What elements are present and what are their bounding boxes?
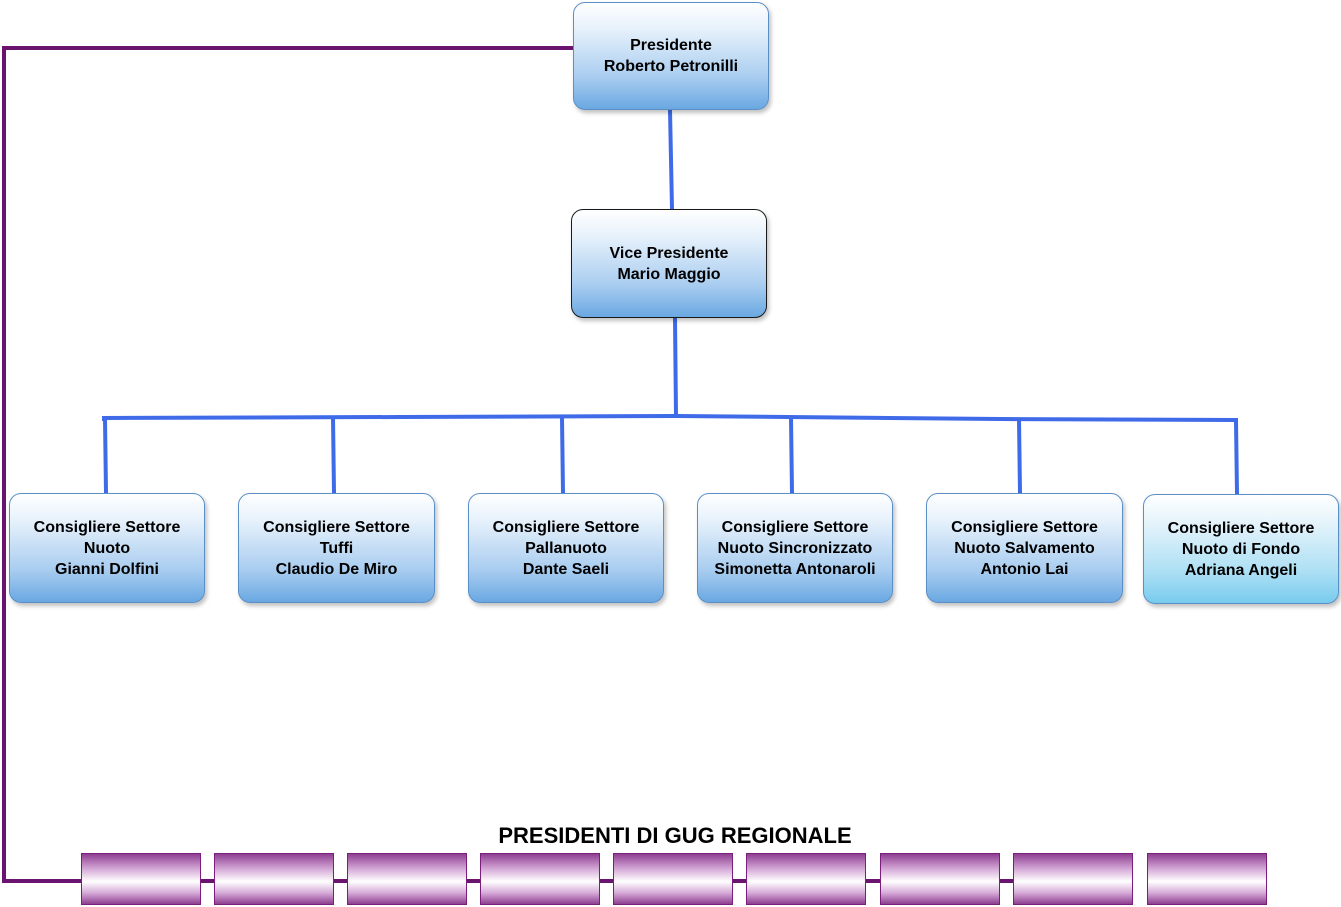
gug-regional-box	[480, 853, 600, 905]
president-node: Presidente Roberto Petronilli	[573, 2, 769, 110]
gug-regional-box	[1147, 853, 1267, 905]
councillor-node-sincronizzato: Consigliere Settore Nuoto Sincronizzato …	[697, 493, 893, 603]
councillor-node-pallanuoto: Consigliere Settore Pallanuoto Dante Sae…	[468, 493, 664, 603]
councillor-node-salvamento: Consigliere Settore Nuoto Salvamento Ant…	[926, 493, 1123, 603]
bus-to-fondo-link	[1234, 420, 1239, 495]
councillor-role: Consigliere Settore	[951, 518, 1098, 536]
councillor-name: Simonetta Antonaroli	[714, 560, 876, 578]
councillor-sector: Nuoto di Fondo	[1181, 540, 1301, 558]
president-name: Roberto Petronilli	[603, 58, 739, 75]
councillor-sector: Nuoto	[83, 539, 131, 557]
bus-to-pallanuoto-link	[560, 417, 565, 494]
councillor-role: Consigliere Settore	[1167, 519, 1315, 537]
gug-regional-box	[880, 853, 1000, 905]
councillor-role: Consigliere Settore	[33, 518, 181, 536]
gug-regional-box	[347, 853, 467, 905]
bus-to-nuoto-link	[103, 418, 108, 494]
bus-to-tuffi-link	[331, 417, 336, 494]
councillor-sector: Nuoto Sincronizzato	[717, 539, 873, 557]
vice-president-role: Vice Presidente	[609, 244, 729, 262]
vice-to-bus-link	[673, 317, 678, 417]
councillor-bus	[102, 413, 1238, 423]
vice-president-node: Vice Presidente Mario Maggio	[571, 209, 767, 318]
councillor-sector: Tuffi	[319, 539, 354, 557]
gug-regional-box	[214, 853, 334, 905]
president-to-gug-connector	[2, 46, 573, 883]
councillor-node-nuoto: Consigliere Settore Nuoto Gianni Dolfini	[9, 493, 205, 603]
bus-to-salvamento-link	[1017, 418, 1022, 494]
councillor-name: Antonio Lai	[980, 560, 1069, 578]
councillor-node-tuffi: Consigliere Settore Tuffi Claudio De Mir…	[238, 493, 435, 603]
councillor-name: Dante Saeli	[522, 560, 610, 578]
councillor-name: Gianni Dolfini	[55, 560, 159, 578]
gug-regional-box	[81, 853, 201, 905]
hierarchy-links	[102, 109, 1239, 495]
gug-regional-box	[613, 853, 733, 905]
councillor-node-fondo: Consigliere Settore Nuoto di Fondo Adria…	[1143, 494, 1339, 604]
gug-regional-box	[746, 853, 866, 905]
councillor-role: Consigliere Settore	[721, 518, 869, 536]
president-role: Presidente	[630, 37, 712, 54]
councillor-name: Claudio De Miro	[275, 560, 398, 578]
councillor-role: Consigliere Settore	[492, 518, 640, 536]
gug-regional-box	[1013, 853, 1133, 905]
president-to-vice-link	[668, 109, 674, 210]
councillor-sector: Pallanuoto	[525, 539, 607, 557]
councillor-role: Consigliere Settore	[263, 518, 410, 536]
councillor-sector: Nuoto Salvamento	[954, 539, 1095, 557]
vice-president-name: Mario Maggio	[617, 265, 721, 283]
gug-section-title: PRESIDENTI DI GUG REGIONALE	[498, 823, 852, 848]
bus-to-sincronizzato-link	[789, 417, 794, 494]
councillor-name: Adriana Angeli	[1184, 561, 1298, 579]
